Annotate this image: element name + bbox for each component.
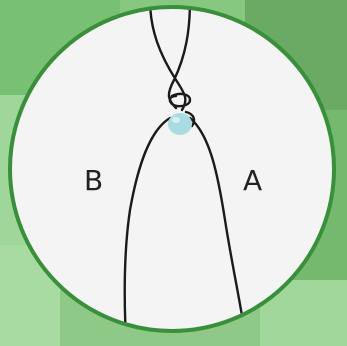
strand-a-label: A (243, 167, 262, 195)
circle-frame (10, 7, 334, 331)
bead-icon (168, 113, 192, 135)
strand-b-label: B (84, 167, 103, 195)
